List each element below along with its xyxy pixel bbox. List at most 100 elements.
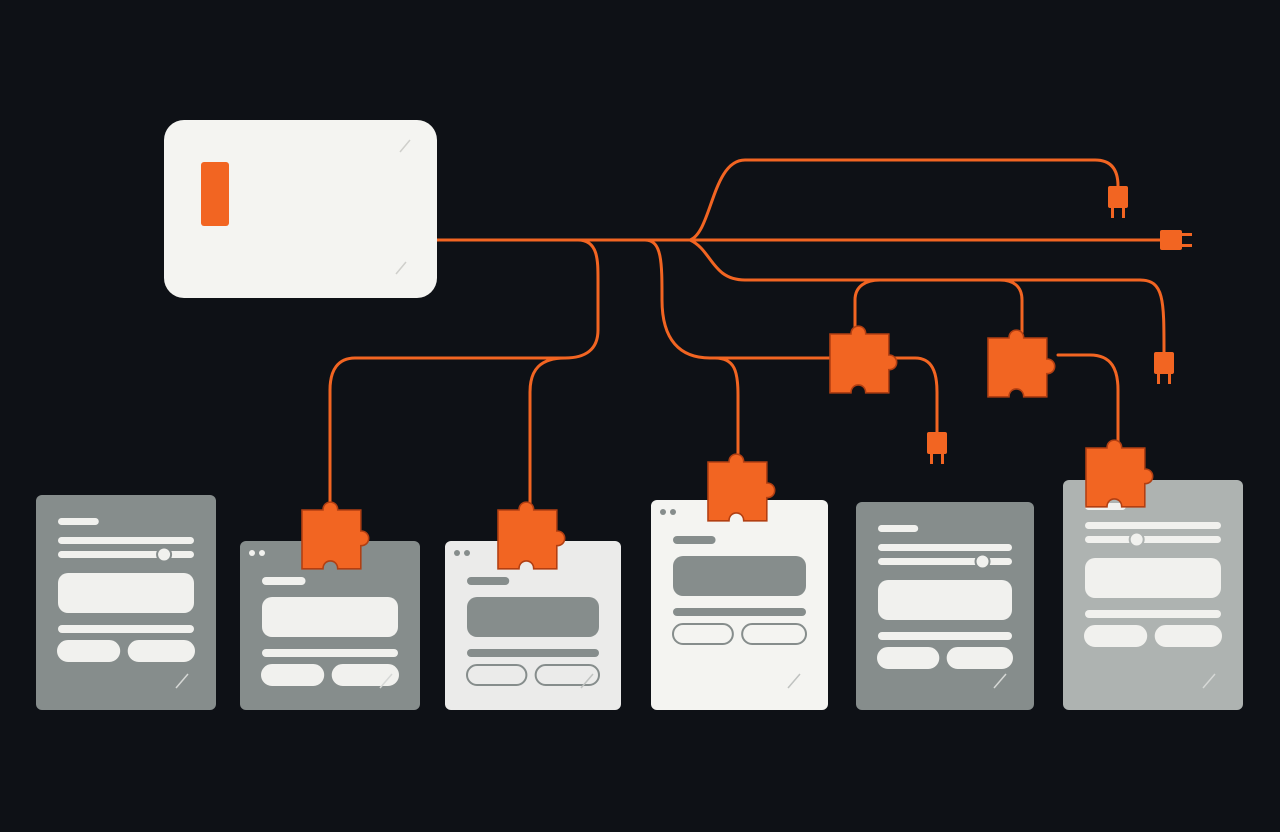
puzzle-piece-icon: [497, 501, 566, 570]
slider-track: [1085, 536, 1221, 543]
slider-knob: [1128, 531, 1145, 548]
action-button: [261, 664, 325, 686]
wire-card-4-drop: [713, 356, 740, 464]
title-bar: [878, 525, 919, 532]
wire-to-connector-b: [998, 278, 1024, 334]
wire-card-4: [643, 238, 832, 360]
hub-glint: [399, 139, 411, 153]
wire-connector-b-to-card-6: [1056, 353, 1120, 452]
content-block: [673, 556, 806, 596]
ui-card-4: [651, 500, 828, 710]
plug-prong: [1111, 208, 1114, 218]
content-block: [467, 597, 599, 637]
action-button: [466, 664, 528, 686]
title-bar: [673, 536, 716, 544]
window-dot: [454, 550, 460, 556]
content-block: [58, 573, 194, 613]
action-button: [741, 623, 807, 645]
action-button: [1084, 625, 1148, 647]
action-button: [127, 640, 195, 662]
content-block: [878, 580, 1012, 620]
window-dot: [464, 550, 470, 556]
hub-card-body: [164, 120, 437, 298]
wire-card-2: [328, 238, 600, 512]
window-dot: [259, 550, 265, 556]
content-block: [262, 597, 398, 637]
puzzle-piece-icon: [301, 501, 370, 570]
wire-to-top-plug: [688, 158, 1120, 242]
wire-to-connector-a: [853, 278, 882, 334]
plug-prong: [1122, 208, 1125, 218]
card-2-puzzle-connector: [301, 501, 370, 570]
text-line: [1085, 522, 1221, 529]
ui-card-2: [240, 541, 420, 710]
card-6-puzzle-connector: [1085, 439, 1154, 508]
plug-end-mid: [927, 432, 947, 464]
plug-end-right: [1160, 230, 1192, 250]
puzzle-piece-icon: [829, 325, 898, 394]
orange-indicator-bar: [201, 162, 229, 226]
action-button: [672, 623, 734, 645]
title-bar: [467, 577, 510, 585]
puzzle-piece-icon: [987, 329, 1056, 398]
ui-card-5: [856, 502, 1034, 710]
text-line: [467, 649, 599, 657]
plug-end-top: [1108, 186, 1128, 218]
card-glint: [379, 673, 393, 689]
window-dot: [660, 509, 666, 515]
text-line: [878, 632, 1012, 640]
action-button: [331, 664, 399, 686]
window-dot: [249, 550, 255, 556]
card-glint: [580, 673, 594, 689]
action-button: [1154, 625, 1222, 647]
card-glint: [787, 673, 801, 689]
title-bar: [58, 518, 99, 525]
card-glint: [1202, 673, 1216, 689]
wires: [316, 158, 1166, 512]
card-body: [651, 500, 828, 710]
plug-prong: [1168, 374, 1171, 384]
ui-cards: [36, 480, 1243, 710]
window-dot: [670, 509, 676, 515]
text-line: [58, 537, 194, 544]
slider-track: [878, 558, 1012, 565]
action-button: [534, 664, 601, 686]
text-line: [262, 649, 398, 657]
electric-plug-icon: [1108, 186, 1128, 208]
hub-glint: [395, 261, 407, 275]
ui-card-3: [445, 541, 621, 710]
wire-to-lower-right: [688, 238, 1166, 354]
action-button: [877, 647, 940, 669]
puzzle-piece-icon: [1085, 439, 1154, 508]
puzzle-piece-icon: [707, 453, 776, 522]
wire-card-3: [528, 356, 567, 512]
plug-end-far-right: [1154, 352, 1174, 384]
hub-card: [164, 120, 437, 298]
card-4-puzzle-connector: [707, 453, 776, 522]
slider-track: [58, 551, 194, 558]
text-line: [1085, 610, 1221, 618]
plug-prong: [930, 454, 933, 464]
text-line: [673, 608, 806, 616]
plug-prong: [1182, 244, 1192, 247]
title-bar: [262, 577, 306, 585]
action-button: [946, 647, 1013, 669]
puzzle-connector-a: [829, 325, 898, 394]
action-button: [57, 640, 121, 662]
electric-plug-icon: [1154, 352, 1174, 374]
puzzle-connector-b: [987, 329, 1056, 398]
plug-prong: [1182, 233, 1192, 236]
plug-prong: [941, 454, 944, 464]
card-glint: [993, 673, 1007, 689]
connectors: [301, 186, 1192, 570]
slider-knob: [156, 546, 173, 563]
card-3-puzzle-connector: [497, 501, 566, 570]
electric-plug-icon: [1160, 230, 1182, 250]
text-line: [878, 544, 1012, 551]
text-line: [58, 625, 194, 633]
ui-card-1: [36, 495, 216, 710]
slider-knob: [974, 553, 991, 570]
plug-prong: [1157, 374, 1160, 384]
content-block: [1085, 558, 1221, 598]
